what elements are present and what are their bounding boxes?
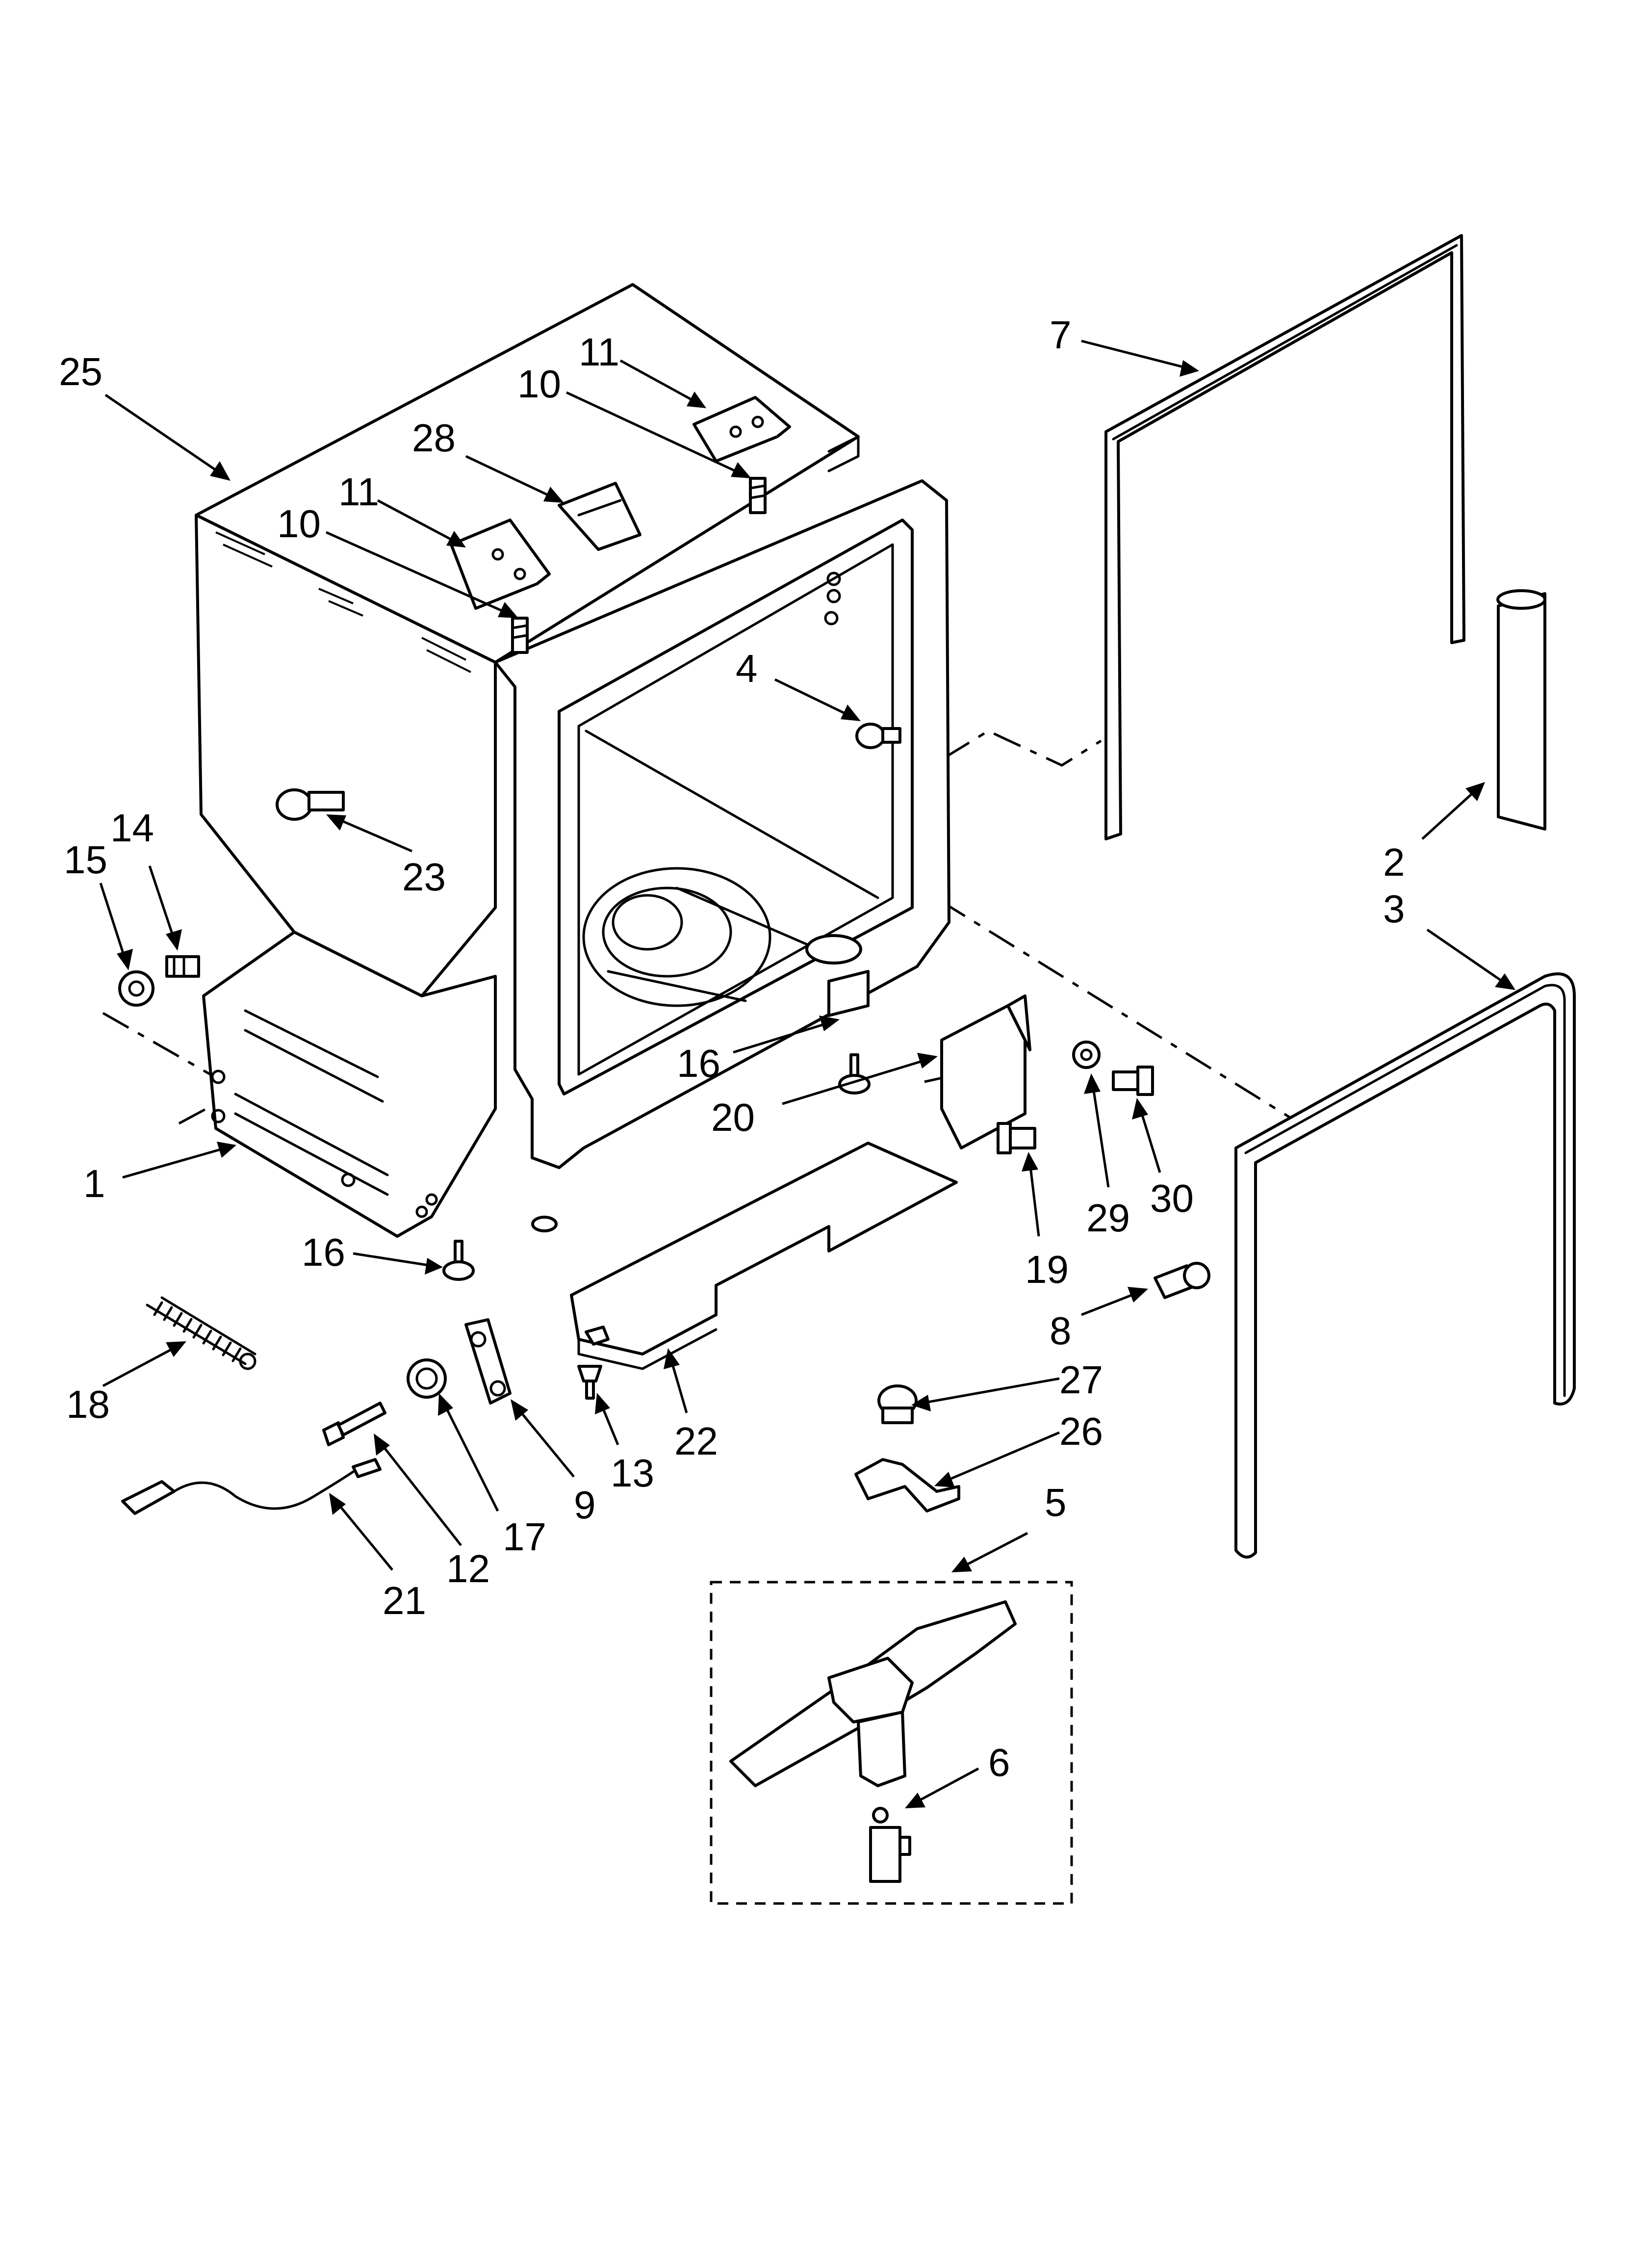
- assembly-5-box: [710, 1581, 1073, 1905]
- nut-15: [118, 970, 154, 1007]
- bracket-20: [940, 994, 1031, 1149]
- callout-20: 20: [711, 1095, 755, 1139]
- sensor-6: [869, 1807, 911, 1883]
- screw-right: [749, 477, 767, 514]
- callout-9: 9: [574, 1483, 596, 1527]
- callout-29: 29: [1086, 1196, 1130, 1240]
- callout-25: 25: [59, 350, 103, 393]
- callout-10: 10: [277, 502, 321, 546]
- hinge-bracket-right: [693, 396, 791, 463]
- callout-30: 30: [1150, 1176, 1194, 1220]
- callout-17: 17: [503, 1515, 546, 1559]
- clip-8: [1154, 1262, 1210, 1299]
- gasket-3: [1234, 972, 1576, 1559]
- callout-8: 8: [1050, 1309, 1072, 1353]
- tub-assembly: [195, 283, 950, 1238]
- link-9: [464, 1318, 512, 1405]
- screw-30: [1112, 1066, 1154, 1096]
- callout-10: 10: [517, 362, 561, 406]
- cable-21: [121, 1458, 382, 1515]
- screw-left: [511, 617, 529, 654]
- callout-16: 16: [302, 1230, 345, 1274]
- callout-7: 7: [1050, 313, 1072, 357]
- callout-12: 12: [446, 1547, 490, 1590]
- callout-26: 26: [1059, 1409, 1103, 1453]
- panel-22: [570, 1142, 958, 1370]
- pad-28: [558, 482, 641, 551]
- callout-3: 3: [1383, 887, 1405, 931]
- spring-18: [146, 1296, 257, 1370]
- callout-5: 5: [1045, 1481, 1067, 1524]
- bracket-26: [854, 1458, 960, 1512]
- callout-19: 19: [1025, 1248, 1069, 1291]
- callout-16: 16: [677, 1042, 720, 1085]
- callout-14: 14: [110, 806, 154, 850]
- callout-labels: 25 11 10 28 11 10 7 4 23 15 14 2 3 16 20…: [59, 313, 1405, 1784]
- callout-28: 28: [412, 416, 456, 460]
- bolt-12: [322, 1402, 386, 1446]
- sensor-27: [877, 1384, 918, 1424]
- callout-4: 4: [736, 647, 758, 690]
- screw-19: [997, 1122, 1036, 1154]
- callout-22: 22: [674, 1419, 718, 1463]
- foot-16-lower: [442, 1240, 475, 1281]
- callout-27: 27: [1059, 1358, 1103, 1402]
- foot-16-upper: [838, 1053, 871, 1095]
- callout-2: 2: [1383, 840, 1405, 884]
- callout-18: 18: [66, 1382, 110, 1426]
- plug-23: [276, 788, 345, 821]
- pulley-17: [407, 1358, 447, 1399]
- callout-15: 15: [64, 838, 107, 882]
- callout-6: 6: [988, 1741, 1010, 1784]
- callout-23: 23: [402, 855, 446, 899]
- plug-4: [855, 723, 901, 749]
- washer-29: [1072, 1041, 1101, 1069]
- strip-2: [1496, 589, 1546, 831]
- clip-13: [577, 1365, 602, 1400]
- gasket-7: [1104, 234, 1465, 840]
- screw-14: [165, 955, 200, 978]
- spray-arm-support-5: [729, 1600, 1017, 1787]
- leader-lines: [99, 339, 1515, 1808]
- callout-1: 1: [83, 1162, 105, 1205]
- callout-11: 11: [338, 470, 379, 514]
- callout-21: 21: [383, 1579, 426, 1622]
- callout-11: 11: [579, 330, 619, 374]
- callout-13: 13: [611, 1451, 654, 1495]
